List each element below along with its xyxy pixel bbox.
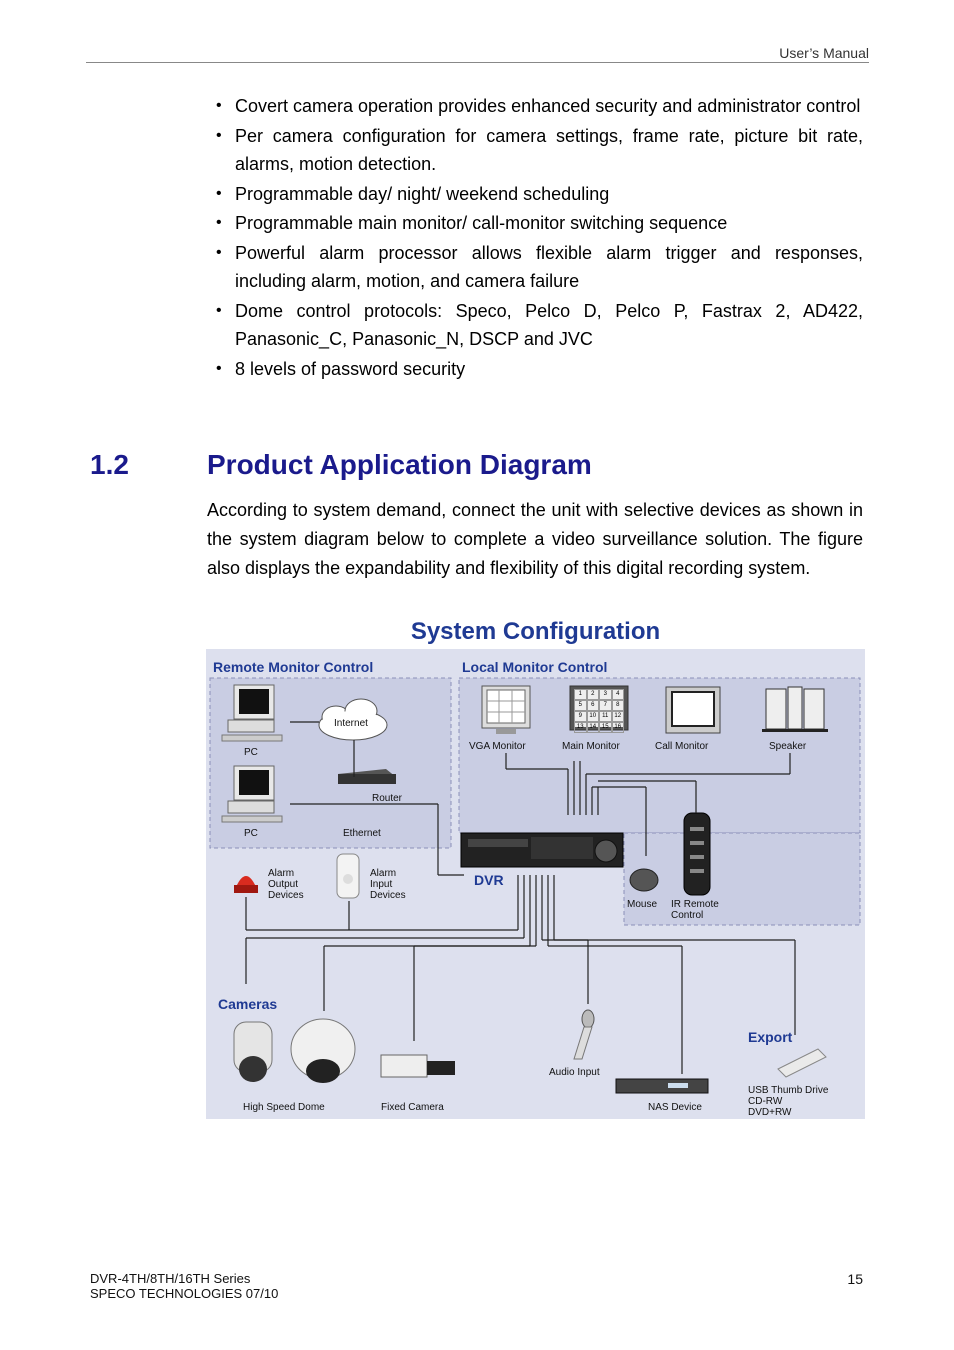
connection-lines (245, 721, 796, 1074)
keypad-number: 3 (599, 689, 612, 700)
pc-label: PC (244, 747, 258, 758)
call-monitor-icon (665, 686, 721, 734)
audio-input-label: Audio Input (549, 1067, 600, 1078)
feature-item: Dome control protocols: Speco, Pelco D, … (207, 297, 863, 354)
high-speed-dome-icon (233, 1021, 273, 1082)
fixed-camera-icon (380, 1054, 455, 1078)
feature-item: Per camera configuration for camera sett… (207, 122, 863, 179)
keypad-number: 2 (586, 689, 599, 700)
mouse-label: Mouse (627, 899, 658, 910)
pc-label: PC (244, 828, 258, 839)
footer-left: DVR-4TH/8TH/16TH Series SPECO TECHNOLOGI… (90, 1271, 278, 1301)
nas-device-icon (615, 1078, 709, 1094)
speaker-icon (762, 686, 828, 732)
router-icon (338, 769, 396, 784)
system-diagram: Remote Monitor Control Local Monitor Con… (206, 649, 865, 1119)
export-heading: Export (748, 1029, 793, 1045)
high-speed-dome-label: High Speed Dome (243, 1102, 325, 1113)
ethernet-label: Ethernet (343, 828, 381, 839)
feature-item: Powerful alarm processor allows flexible… (207, 239, 863, 296)
alarm-input-icon (336, 853, 360, 899)
feature-item: 8 levels of password security (207, 355, 863, 384)
dome-camera-icon (290, 1018, 356, 1083)
usb-drive-icon (777, 1048, 827, 1078)
nas-device-label: NAS Device (648, 1102, 702, 1113)
keypad-number: 4 (611, 689, 624, 700)
feature-item: Programmable main monitor/ call-monitor … (207, 209, 863, 238)
vga-monitor-icon (481, 685, 531, 734)
call-monitor-label: Call Monitor (655, 741, 709, 752)
main-monitor-label: Main Monitor (562, 741, 620, 752)
keypad-number: 5 (574, 700, 587, 711)
alarm-output-icon (234, 876, 258, 893)
vga-monitor-label: VGA Monitor (469, 741, 526, 752)
keypad-number: 13 (574, 722, 587, 733)
local-monitor-heading: Local Monitor Control (462, 659, 608, 675)
remote-monitor-heading: Remote Monitor Control (213, 659, 374, 675)
mouse-icon (629, 868, 659, 892)
dvr-label: DVR (474, 872, 504, 888)
pc-icon (221, 765, 283, 823)
footer-series: DVR-4TH/8TH/16TH Series (90, 1271, 251, 1286)
keypad-number: 16 (611, 722, 624, 733)
internet-label: Internet (334, 718, 368, 729)
section-number: 1.2 (90, 449, 129, 480)
keypad-number: 10 (586, 711, 599, 722)
pc-icon (221, 684, 283, 742)
footer-company: SPECO TECHNOLOGIES 07/10 (90, 1286, 279, 1301)
header-label: User’s Manual (779, 45, 869, 61)
feature-list: Covert camera operation provides enhance… (207, 92, 863, 384)
section-intro: According to system demand, connect the … (207, 500, 863, 578)
header-rule (86, 62, 869, 63)
keypad-number: 14 (586, 722, 599, 733)
controls-group-box (623, 832, 861, 926)
keypad-number: 11 (599, 711, 612, 722)
dvr-unit-icon (460, 832, 624, 868)
keypad-number: 7 (599, 700, 612, 711)
microphone-icon (573, 1009, 595, 1060)
fixed-camera-label: Fixed Camera (381, 1102, 444, 1113)
keypad-number: 9 (574, 711, 587, 722)
keypad-number: 6 (586, 700, 599, 711)
internet-cloud-icon (318, 698, 388, 741)
feature-item: Programmable day/ night/ weekend schedul… (207, 180, 863, 209)
router-label: Router (372, 793, 403, 804)
diagram-title: System Configuration (410, 618, 661, 645)
page-number: 15 (847, 1271, 863, 1287)
cameras-heading: Cameras (218, 996, 278, 1012)
diagram-graphics (209, 677, 861, 1094)
keypad-number: 12 (611, 711, 624, 722)
section-title: Product Application Diagram (207, 449, 592, 480)
keypad-number: 8 (611, 700, 624, 711)
feature-item: Covert camera operation provides enhance… (207, 92, 863, 121)
ir-remote-icon (683, 812, 711, 896)
keypad-number: 15 (599, 722, 612, 733)
speaker-label: Speaker (769, 741, 807, 752)
keypad-number: 1 (574, 689, 587, 700)
